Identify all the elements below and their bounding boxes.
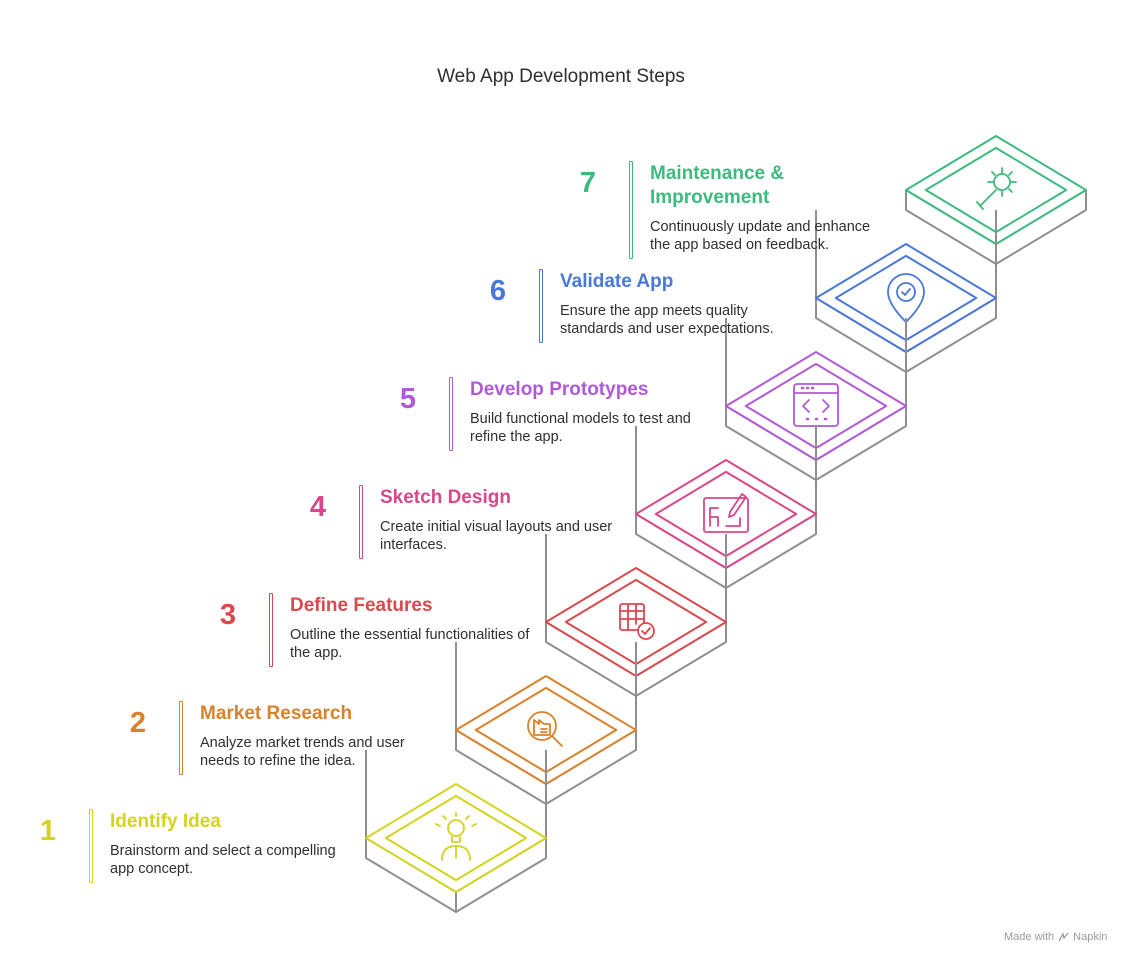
step-number-3: 3 (219, 599, 237, 631)
step-number-1: 1 (39, 815, 57, 847)
table-check-icon (619, 603, 655, 640)
step-title: Develop Prototypes (470, 379, 649, 400)
step-accent-bar (629, 161, 633, 259)
step-title: Sketch Design (380, 487, 511, 508)
step-number-4: 4 (309, 491, 327, 523)
step-number-7: 7 (579, 167, 597, 199)
step-description: Create initial visual layouts and user i… (380, 519, 613, 553)
watermark-brand: Napkin (1073, 931, 1108, 943)
step-title: Define Features (290, 595, 433, 616)
lightbulb-person-icon (435, 812, 477, 861)
step-accent-bar (539, 269, 543, 343)
location-check-icon (887, 273, 925, 323)
stair-step-4 (635, 426, 817, 589)
step-description: Brainstorm and select a compelling app c… (110, 843, 336, 877)
step-description: Outline the essential functionalities of… (290, 627, 530, 661)
step-description: Continuously update and enhance the app … (650, 219, 871, 253)
step-accent-bar (359, 485, 363, 559)
step-description: Build functional models to test and refi… (470, 411, 691, 445)
magnify-factory-icon (527, 711, 563, 747)
step-accent-bar (269, 593, 273, 667)
step-title: Maintenance & Improvement (650, 163, 785, 208)
step-description: Analyze market trends and user needs to … (200, 735, 405, 769)
blueprint-pencil-icon (703, 493, 749, 533)
watermark: Made with Napkin (1004, 931, 1107, 943)
wrench-gear-icon (976, 167, 1017, 210)
step-number-6: 6 (489, 275, 507, 307)
step-accent-bar (179, 701, 183, 775)
stair-step-3 (545, 534, 727, 697)
diagram-title: Web App Development Steps (437, 66, 685, 87)
step-accent-bar (89, 809, 93, 883)
step-description: Ensure the app meets quality standards a… (560, 303, 774, 337)
step-accent-bar (449, 377, 453, 451)
step-number-2: 2 (129, 707, 147, 739)
napkin-logo-icon (1058, 931, 1069, 941)
stair-step-6 (815, 210, 997, 373)
step-title: Market Research (200, 703, 353, 724)
step-title: Validate App (560, 271, 674, 292)
step-title: Identify Idea (110, 811, 221, 832)
stair-step-1 (365, 750, 547, 913)
watermark-prefix: Made with (1004, 931, 1055, 943)
step-number-5: 5 (399, 383, 417, 415)
stair-step-7 (905, 135, 1087, 265)
